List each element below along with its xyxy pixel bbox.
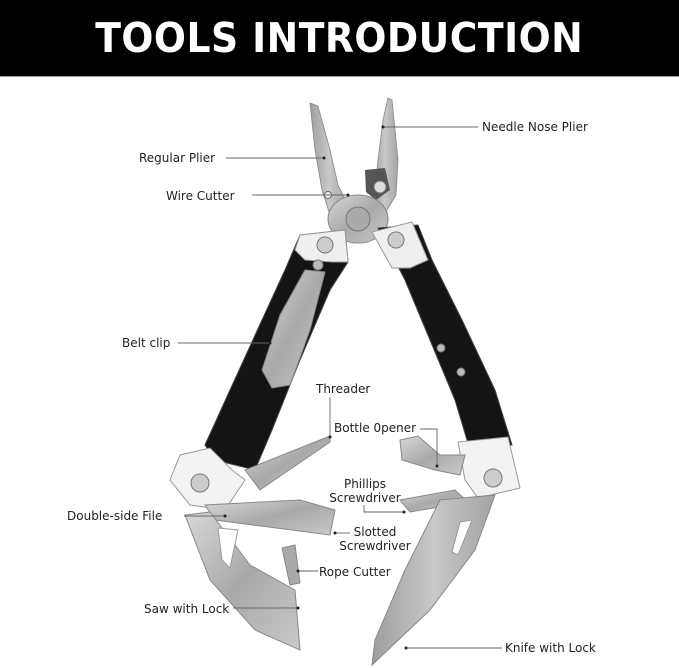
label-saw-with-lock: Saw with Lock bbox=[144, 602, 230, 616]
right-handle bbox=[371, 221, 521, 499]
label-phillips-screwdriver: Phillips Screwdriver bbox=[328, 477, 402, 505]
title-banner: TOOLS INTRODUCTION bbox=[0, 0, 679, 77]
label-regular-plier: Regular Plier bbox=[139, 151, 216, 165]
page-title: TOOLS INTRODUCTION bbox=[95, 14, 584, 62]
label-knife-with-lock: Knife with Lock bbox=[505, 641, 596, 655]
label-slotted-screwdriver: Slotted Screwdriver bbox=[337, 525, 413, 553]
label-wire-cutter: Wire Cutter bbox=[166, 189, 235, 203]
plier-jaws bbox=[309, 97, 399, 244]
label-needle-nose-plier: Needle Nose Plier bbox=[482, 120, 588, 134]
leader-dots bbox=[223, 125, 439, 650]
label-double-side-file: Double-side File bbox=[67, 509, 163, 523]
label-threader: Threader bbox=[316, 382, 371, 396]
right-tools bbox=[371, 435, 496, 667]
label-bottle-opener: Bottle 0pener bbox=[334, 421, 417, 435]
left-tools bbox=[184, 435, 336, 651]
slotted-line2: Screwdriver bbox=[339, 539, 411, 553]
label-rope-cutter: Rope Cutter bbox=[319, 565, 391, 579]
phillips-line1: Phillips bbox=[343, 477, 387, 491]
label-belt-clip: Belt clip bbox=[122, 336, 171, 350]
slotted-line1: Slotted bbox=[353, 525, 397, 539]
left-handle bbox=[169, 229, 349, 511]
leader-lines bbox=[178, 126, 502, 649]
phillips-line2: Screwdriver bbox=[329, 491, 401, 505]
